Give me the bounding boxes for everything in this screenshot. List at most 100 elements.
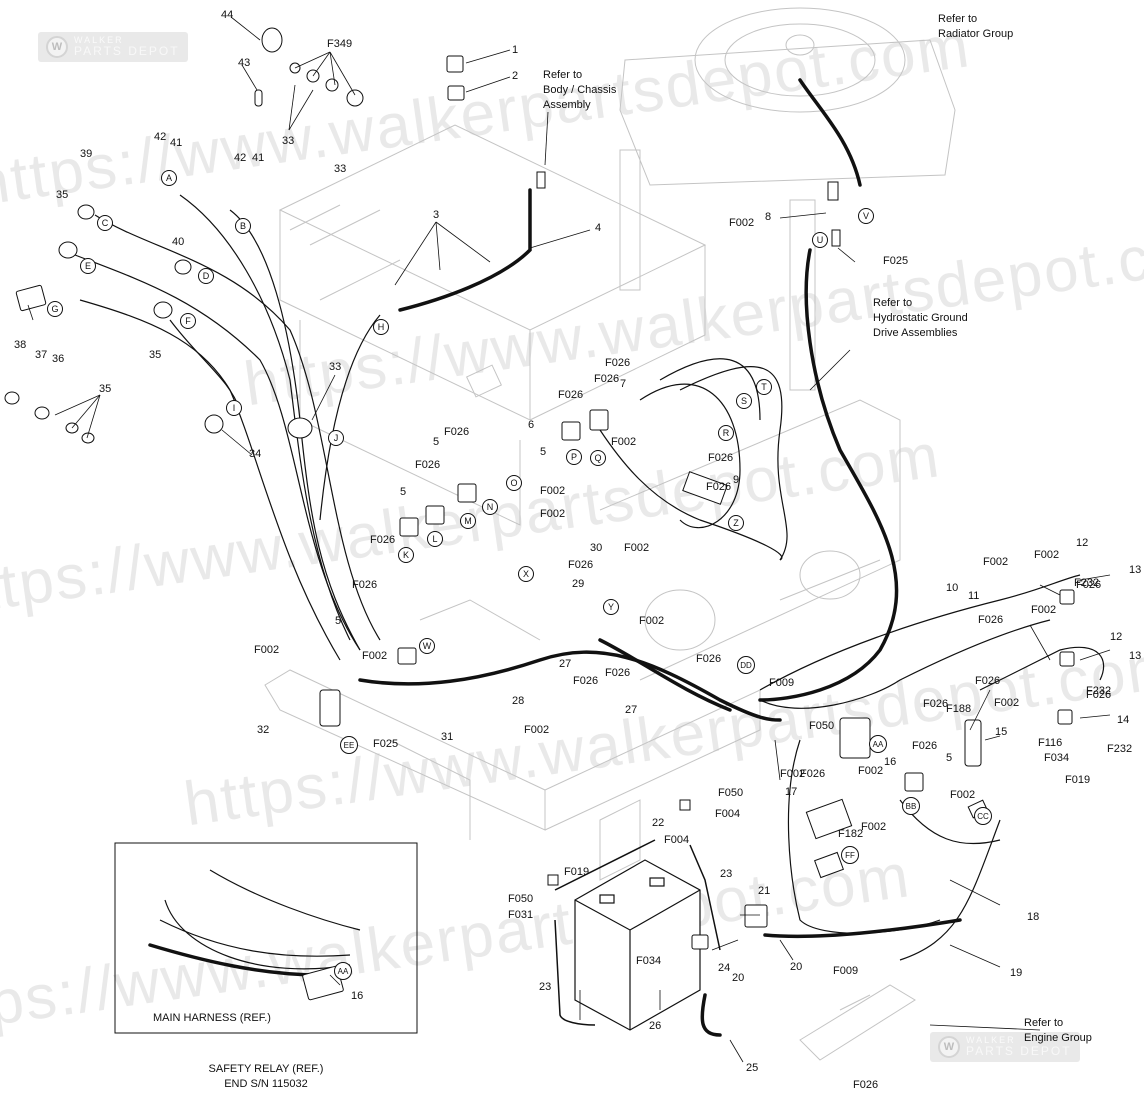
part-label: 24: [718, 962, 731, 974]
hardware-label: F002: [729, 217, 755, 229]
part-label: 10: [946, 582, 959, 594]
part-label: 15: [995, 726, 1008, 738]
connector-circle: X: [518, 566, 534, 582]
hardware-label: F002: [1031, 604, 1057, 616]
part-label: 29: [572, 578, 585, 590]
part-label: 28: [512, 695, 525, 707]
hardware-label: F026: [912, 740, 938, 752]
hardware-label: F026: [568, 559, 594, 571]
part-label: 33: [329, 361, 342, 373]
connector-circle: M: [460, 513, 476, 529]
part-label: 42: [154, 131, 167, 143]
hardware-label: F232: [1074, 577, 1100, 589]
hardware-label: F050: [809, 720, 835, 732]
hardware-label: F002: [858, 765, 884, 777]
hardware-label: F026: [708, 452, 734, 464]
hardware-label: F002: [1034, 549, 1060, 561]
inset-connector-circle: AA: [334, 962, 352, 980]
brand-name: WALKER: [966, 1035, 1016, 1045]
hardware-label: F002: [362, 650, 388, 662]
part-label: 5: [540, 446, 547, 458]
connector-circle: U: [812, 232, 828, 248]
connector-circle: O: [506, 475, 522, 491]
part-label: 32: [257, 724, 270, 736]
part-label: 5: [335, 615, 342, 627]
inset-frame: [114, 842, 418, 1034]
hardware-label: F002: [254, 644, 280, 656]
part-label: 16: [884, 756, 897, 768]
hardware-label: F026: [978, 614, 1004, 626]
hardware-label: F031: [508, 909, 534, 921]
hardware-label: F034: [1044, 752, 1070, 764]
hardware-label: F116: [1038, 737, 1063, 749]
part-label: 20: [732, 972, 745, 984]
hardware-label: F026: [853, 1079, 879, 1091]
hardware-label: F026: [923, 698, 949, 710]
connector-circle: CC: [974, 807, 992, 825]
hardware-label: F349: [327, 38, 353, 50]
part-label: 33: [334, 163, 347, 175]
hardware-label: F002: [861, 821, 887, 833]
hardware-label: F002: [983, 556, 1009, 568]
connector-circle: B: [235, 218, 251, 234]
hardware-label: F002: [994, 697, 1020, 709]
part-label: 5: [946, 752, 953, 764]
connector-circle: Z: [728, 515, 744, 531]
part-label: 23: [539, 981, 552, 993]
connector-circle: BB: [902, 797, 920, 815]
connector-circle: I: [226, 400, 242, 416]
connector-circle: EE: [340, 736, 358, 754]
brand-subname: PARTS DEPOT: [966, 1044, 1072, 1059]
connector-circle: R: [718, 425, 734, 441]
components: [15, 55, 1075, 1001]
hardware-label: F026: [605, 357, 631, 369]
hardware-label: F002: [624, 542, 650, 554]
connector-circle: AA: [869, 735, 887, 753]
hardware-label: F002: [780, 768, 806, 780]
part-label: 41: [170, 137, 183, 149]
hardware-label: F026: [706, 481, 732, 493]
part-label: 41: [252, 152, 265, 164]
hardware-label: F019: [1065, 774, 1091, 786]
part-label: 39: [80, 148, 93, 160]
part-label: 6: [528, 419, 535, 431]
hardware-label: F026: [1086, 689, 1112, 701]
part-label: 7: [620, 378, 627, 390]
inset-part-number: 16: [351, 990, 364, 1002]
part-label: 35: [99, 383, 112, 395]
hardware-label: F009: [769, 677, 795, 689]
part-label: 11: [968, 590, 980, 602]
hardware-label: F026: [415, 459, 441, 471]
connector-circle: FF: [841, 846, 859, 864]
connector-circle: E: [80, 258, 96, 274]
hardware-label: F026: [594, 373, 620, 385]
part-label: 25: [746, 1062, 759, 1074]
part-label: 18: [1027, 911, 1040, 923]
part-label: 44: [221, 9, 234, 21]
part-label: 17: [785, 786, 798, 798]
inset-main-harness-label: MAIN HARNESS (REF.): [153, 1012, 271, 1024]
hardware-label: F002: [611, 436, 637, 448]
hardware-label: F188: [946, 703, 972, 715]
part-label: 22: [652, 817, 665, 829]
hardware-label: F050: [508, 893, 534, 905]
hardware-label: F026: [800, 768, 826, 780]
hardware-label: F232: [1086, 685, 1112, 697]
inset-title: SAFETY RELAY (REF.)END S/N 115032: [208, 1063, 324, 1090]
hardware-label: F026: [444, 426, 470, 438]
part-label: 13: [1129, 650, 1142, 662]
hardware-label: F026: [605, 667, 631, 679]
hardware-label: F026: [1076, 579, 1102, 591]
connector-circle: N: [482, 499, 498, 515]
connector-circle: C: [97, 215, 113, 231]
hardware-label: F002: [540, 485, 566, 497]
part-label: 42: [234, 152, 247, 164]
hardware-label: F026: [352, 579, 378, 591]
part-label: 12: [1110, 631, 1123, 643]
hardware-label: F026: [696, 653, 722, 665]
part-label: 5: [433, 436, 440, 448]
brand-subname: PARTS DEPOT: [74, 44, 180, 59]
part-label: 14: [1117, 714, 1130, 726]
